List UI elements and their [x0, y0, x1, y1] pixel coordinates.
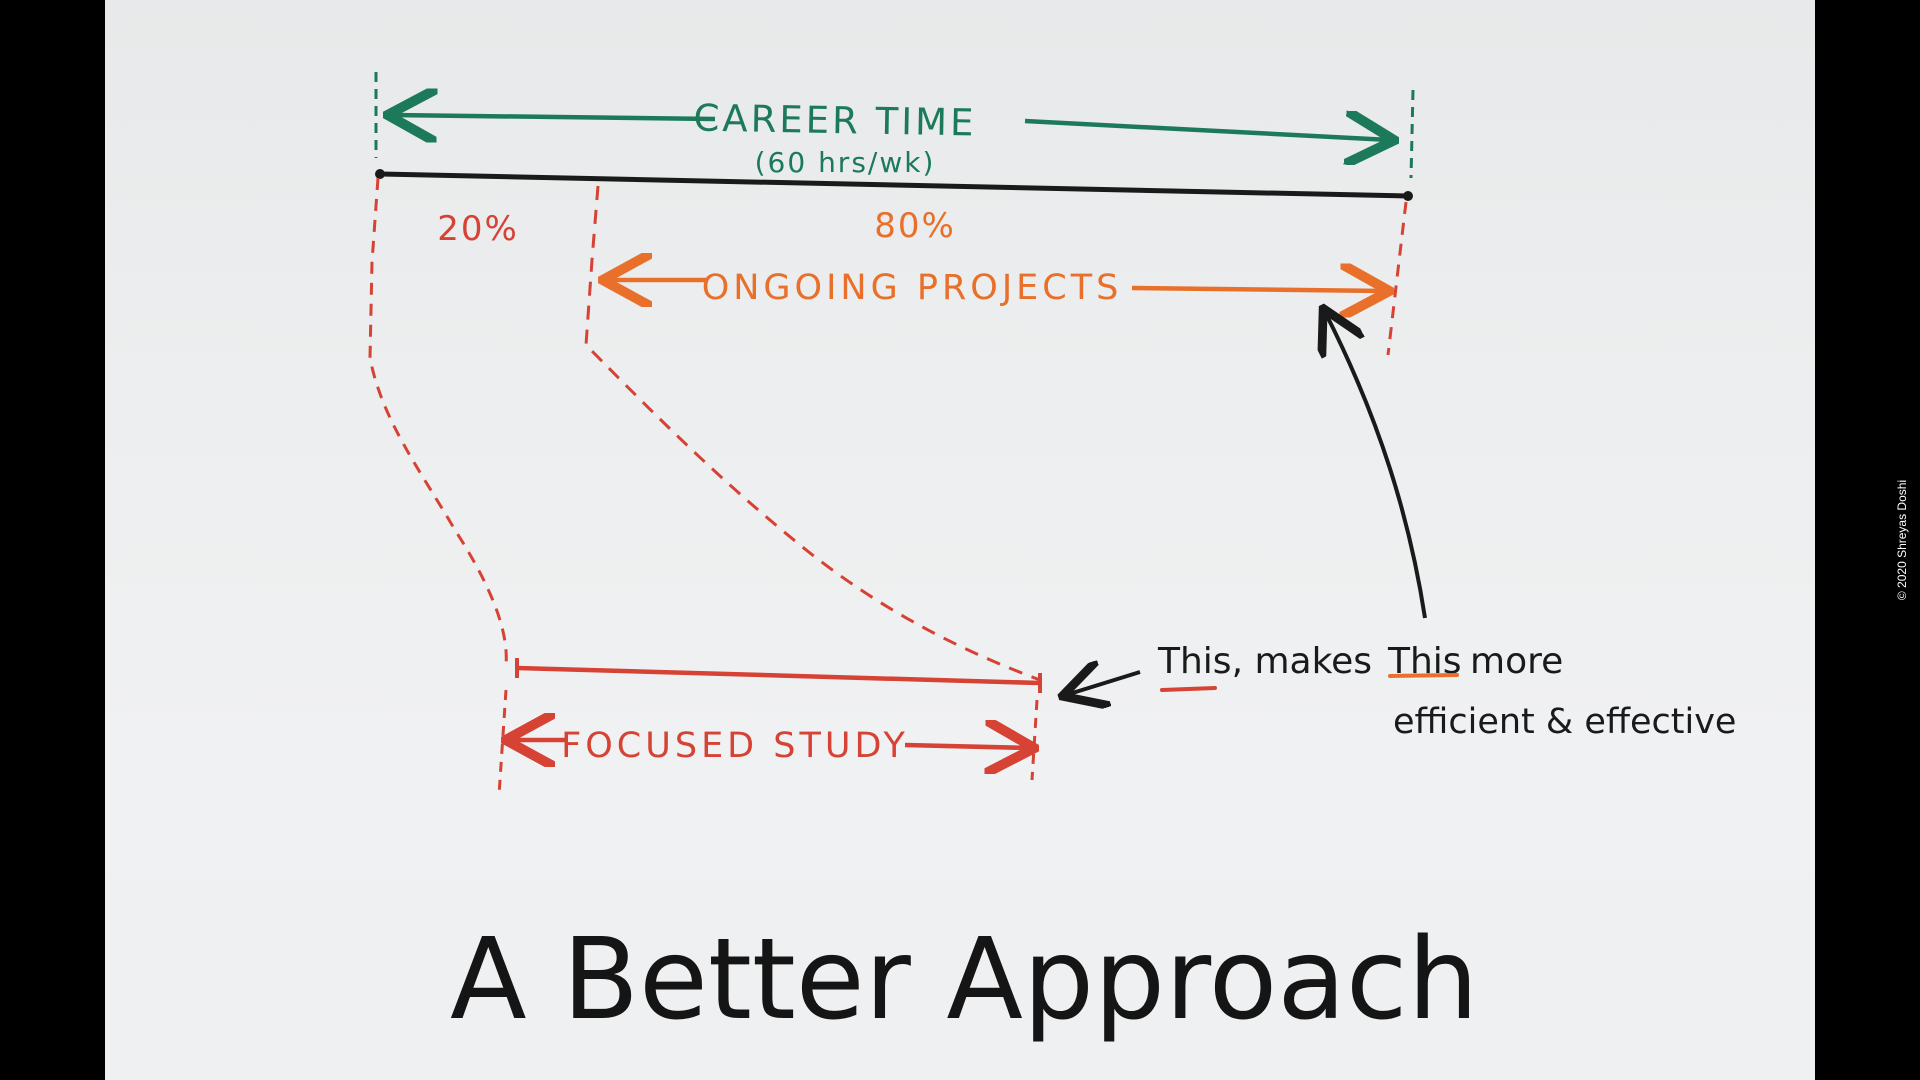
- copyright-credit: © 2020 Shreyas Doshi: [1895, 479, 1909, 601]
- annotation-comma-makes: , makes: [1232, 641, 1372, 682]
- focused-study-bar: [516, 665, 1041, 686]
- diagram-title: A Better Approach: [450, 915, 1478, 1045]
- study-left-dashed-boundary: [368, 177, 508, 666]
- projects-percent-label: 80%: [874, 206, 956, 246]
- projects-arrow-right: [1131, 288, 1385, 291]
- annotation-arrow-to-study: [1066, 672, 1141, 695]
- career-time-label: CAREER TIME: [693, 97, 977, 145]
- career-arrow-left: [392, 115, 716, 119]
- split-dashed-boundary: [584, 185, 1041, 682]
- career-hours-label: (60 hrs/wk): [755, 146, 936, 179]
- this-second-underline: [1388, 673, 1459, 678]
- annotation-line-2: efficient & effective: [1393, 702, 1736, 742]
- projects-right-dashed-boundary: [1386, 201, 1408, 356]
- ongoing-projects-label: ONGOING PROJECTS: [702, 268, 1123, 308]
- timeline-start-dot: [375, 169, 385, 179]
- focused-study-label: FOCUSED STUDY: [561, 726, 909, 766]
- timeline-end-dot: [1403, 191, 1413, 201]
- study-arrow-right: [904, 745, 1030, 748]
- career-timeline: [377, 171, 1411, 199]
- paper-sheet: [105, 0, 1815, 1080]
- annotation-arrow-to-projects: [1325, 312, 1427, 619]
- this-first-underline: [1160, 686, 1217, 692]
- annotation-this-first: This: [1157, 641, 1232, 682]
- career-right-boundary: [1409, 89, 1415, 179]
- career-arrow-right: [1024, 121, 1390, 140]
- focused-study-left-edge: [497, 689, 508, 796]
- annotation-more: more: [1470, 641, 1563, 682]
- study-percent-label: 20%: [437, 209, 519, 249]
- focused-study-right-edge: [1030, 699, 1039, 781]
